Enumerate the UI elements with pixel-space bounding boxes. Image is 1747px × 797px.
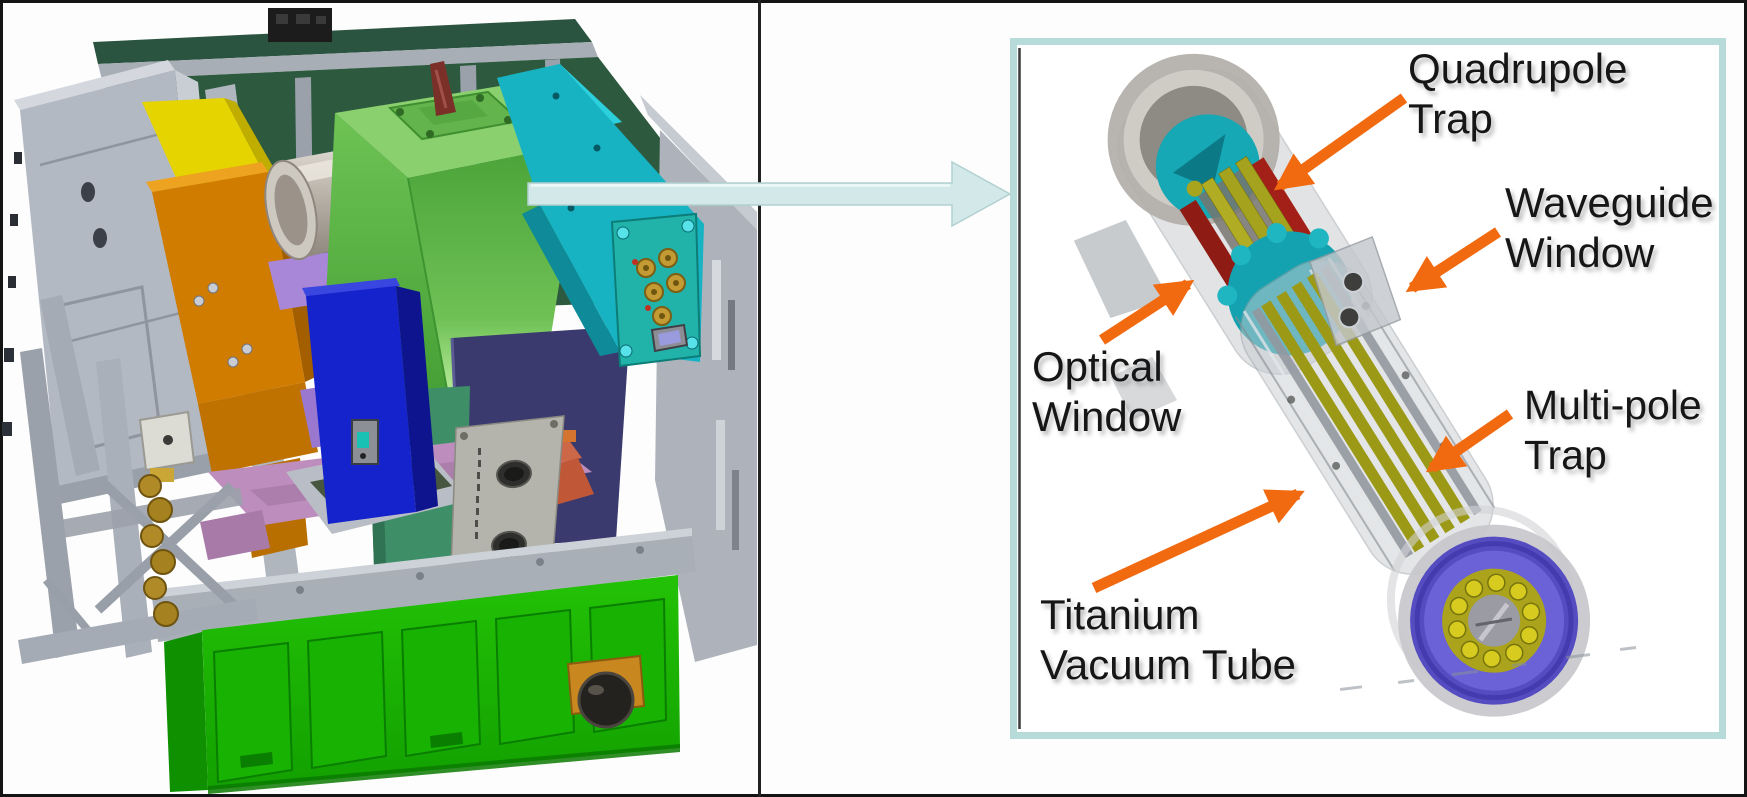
brass-connectors xyxy=(636,248,686,326)
label-optical-window: Optical Window xyxy=(1032,342,1181,442)
ground-speckles xyxy=(1340,646,1637,691)
label-titanium-vacuum-tube: Titanium Vacuum Tube xyxy=(1040,590,1296,690)
blue-box xyxy=(302,278,438,524)
label-line: Vacuum Tube xyxy=(1040,641,1297,688)
arrow-titanium-vacuum-tube xyxy=(1091,489,1305,593)
top-connector xyxy=(268,8,332,42)
label-line: Trap xyxy=(1524,432,1607,478)
detail-callout-arrow xyxy=(527,160,1012,228)
waveguide-window-plate xyxy=(1308,235,1402,347)
detail-panel xyxy=(1010,38,1726,739)
main-assembly xyxy=(2,8,757,794)
base-knob xyxy=(566,654,646,729)
arrow-multi-pole-trap xyxy=(1425,409,1514,473)
label-multi-pole-trap: Multi-pole Trap xyxy=(1524,380,1702,480)
arrow-waveguide-window xyxy=(1405,227,1502,293)
label-line: Trap xyxy=(1408,95,1493,142)
brass-fittings xyxy=(138,410,196,627)
frame-sill xyxy=(150,528,696,642)
connector-plate xyxy=(610,212,702,368)
label-line: Window xyxy=(1505,229,1655,276)
label-line: Waveguide xyxy=(1505,179,1714,226)
flange-blue xyxy=(1386,505,1591,717)
label-line: Multi-pole xyxy=(1524,382,1702,428)
label-line: Window xyxy=(1032,393,1182,440)
arrow-quadrupole-trap xyxy=(1273,93,1408,191)
label-line: Optical xyxy=(1032,343,1163,390)
label-waveguide-window: Waveguide Window xyxy=(1505,178,1714,278)
green-base xyxy=(164,575,680,794)
label-line: Quadrupole xyxy=(1408,45,1628,92)
label-line: Titanium xyxy=(1040,591,1200,638)
arrow-optical-window xyxy=(1098,279,1195,345)
dsub-connector xyxy=(650,323,689,353)
label-quadrupole-trap: Quadrupole Trap xyxy=(1408,44,1628,144)
vacuum-tube-assembly xyxy=(1073,53,1591,717)
